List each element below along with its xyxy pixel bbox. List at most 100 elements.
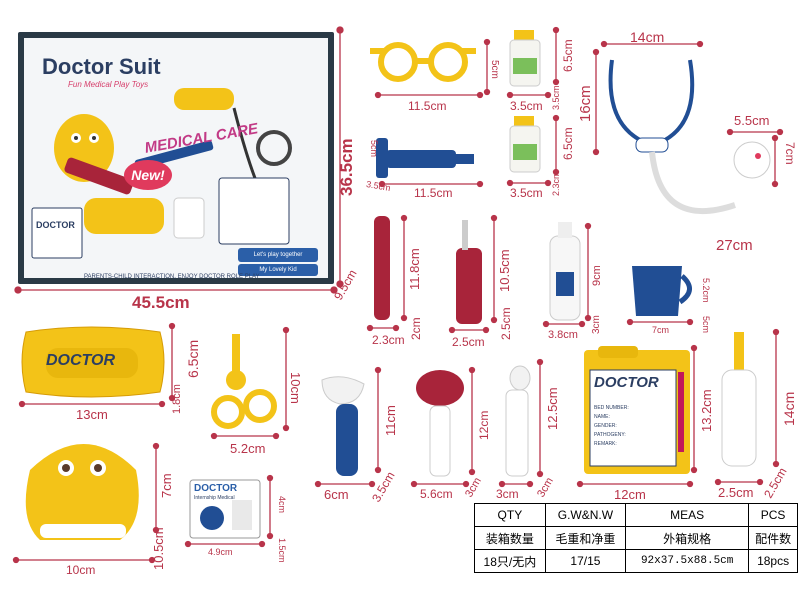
tray-label: DOCTOR — [46, 352, 116, 369]
spec-table: QTY G.W&N.W MEAS PCS 装箱数量 毛重和净重 外箱规格 配件数… — [474, 503, 798, 573]
clipboard-line: REMARK: — [594, 441, 617, 447]
bottle1-width-label: 3.5cm — [510, 99, 543, 113]
spec-header-cell: 配件数 — [748, 526, 798, 550]
clipboard-width-label: 12cm — [614, 487, 646, 502]
lotion-width-label: 3.8cm — [548, 329, 578, 341]
spec-header-cell: MEAS — [625, 503, 750, 527]
toothbrush-depth-label: 2cm — [409, 317, 423, 340]
spec-header-zh: 装箱数量 毛重和净重 外箱规格 配件数 — [474, 526, 798, 550]
spec-header-cell: QTY — [474, 503, 546, 527]
scissors-icon — [211, 334, 277, 429]
mirror-height-label: 12cm — [477, 410, 491, 440]
clipboard-title: DOCTOR — [594, 374, 659, 391]
cup-width-label: 7cm — [652, 325, 670, 335]
box-footer-text: PARENTS-CHILD INTERACTION, ENJOY DOCTOR … — [84, 274, 260, 280]
thermometer-icon — [721, 332, 757, 467]
svg-text:DOCTOR: DOCTOR — [36, 220, 75, 230]
cup-icon — [632, 266, 692, 316]
dropper-icon — [456, 220, 482, 324]
teeth-width-label: 10cm — [66, 563, 96, 577]
stethoscope-height-label: 16cm — [577, 85, 594, 122]
clipboard-line: GENDER: — [594, 423, 617, 429]
spray-bottle-icon — [505, 365, 531, 477]
toothbrush-icon — [374, 216, 390, 320]
new-badge: New! — [124, 160, 172, 190]
box-front: Doctor Suit Fun Medical Play Toys DOCTOR… — [24, 38, 328, 280]
dropper-width-label: 2.5cm — [452, 335, 485, 349]
mirror-width-label: 5.6cm — [420, 487, 453, 501]
clipboard-icon — [584, 346, 690, 474]
lotion-height-label: 9cm — [591, 265, 603, 286]
card-height-label: 4cm — [277, 496, 287, 514]
card-subtitle: Internship Medical — [194, 495, 235, 501]
stethoscope-icon — [608, 59, 771, 215]
spec-value-cell: 17/15 — [544, 549, 627, 573]
product-box: Doctor Suit Fun Medical Play Toys DOCTOR… — [18, 32, 334, 284]
spec-value-cell: 18只/无内 — [474, 549, 546, 573]
cup-depth-label: 5cm — [701, 316, 711, 334]
bottle2-width-label: 3.5cm — [510, 186, 543, 200]
thermometer-height-label: 14cm — [781, 391, 797, 426]
scissors-height-label: 10cm — [288, 372, 303, 404]
kidney-tray-icon — [21, 326, 165, 398]
tray-width-label: 13cm — [76, 407, 108, 422]
teeth-model-icon — [25, 444, 139, 540]
otoscope-height-label: 11cm — [383, 405, 398, 436]
bottle2-depth-label: 2.3cm — [551, 171, 561, 196]
toothbrush-width-label: 2.3cm — [372, 333, 405, 347]
spec-value-cell: 92x37.5x88.5cm — [625, 549, 750, 573]
dropper-depth-label: 2.5cm — [499, 307, 513, 340]
clipboard-lines: BED NUMBER: NAME: GENDER: PATHOGENY: REM… — [594, 404, 629, 449]
spray-width-label: 3cm — [496, 487, 519, 501]
glasses-width-label: 11.5cm — [408, 99, 447, 113]
medicine-bottle-icon — [509, 30, 541, 87]
stethoscope-head-width-label: 5.5cm — [734, 113, 770, 128]
doctor-card-icon — [189, 479, 261, 539]
spray-height-label: 12.5cm — [545, 387, 560, 430]
scissors-width-label: 5.2cm — [230, 441, 266, 456]
dental-mirror-icon — [416, 370, 464, 477]
box-height-label: 36.5cm — [337, 138, 356, 196]
thermometer-width-label: 2.5cm — [718, 485, 754, 500]
box-width-label: 45.5cm — [132, 293, 190, 312]
spec-header-cell: PCS — [748, 503, 798, 527]
glasses-icon — [370, 42, 476, 82]
lotion-depth-label: 3cm — [591, 315, 602, 334]
dropper-height-label: 10.5cm — [497, 249, 512, 292]
box-subtitle: Fun Medical Play Toys — [68, 80, 149, 89]
stethoscope-head-height-label: 7cm — [783, 142, 797, 165]
spec-header-cell: G.W&N.W — [544, 503, 627, 527]
medicine-bottle-icon — [509, 116, 541, 173]
syringe-height-label: 5cm — [369, 140, 379, 158]
clipboard-line: BED NUMBER: — [594, 405, 629, 411]
cup-height-label: 5.2cm — [701, 278, 711, 303]
toothbrush-height-label: 11.8cm — [407, 248, 422, 290]
stethoscope-width-label: 14cm — [630, 29, 665, 45]
otoscope-width-label: 6cm — [324, 487, 349, 502]
box-title: Doctor Suit — [42, 54, 161, 79]
bottle1-depth-label: 3.5cm — [551, 85, 561, 110]
stethoscope-length-label: 27cm — [716, 237, 753, 254]
teeth-height-label: 7cm — [159, 473, 174, 498]
box-toys-collage: DOCTOR — [31, 88, 292, 259]
lotion-bottle-icon — [549, 222, 581, 321]
spec-header-cell: 毛重和净重 — [544, 526, 627, 550]
syringe-width-label: 11.5cm — [414, 186, 453, 200]
card-depth-label: 1.5cm — [277, 538, 287, 563]
spec-value-row: 18只/无内 17/15 92x37.5x88.5cm 18pcs — [474, 549, 798, 573]
otoscope-icon — [321, 376, 365, 476]
spec-header-cell: 外箱规格 — [625, 526, 750, 550]
lets-play-banner: Let's play together — [238, 248, 318, 262]
clipboard-line: PATHOGENY: — [594, 432, 626, 438]
bottle1-height-label: 6.5cm — [561, 39, 575, 72]
tray-depth-label: 1.8cm — [171, 384, 183, 414]
glasses-height-label: 5cm — [489, 60, 500, 79]
syringe-icon — [376, 138, 474, 178]
spec-header-cell: 装箱数量 — [474, 526, 546, 550]
teeth-depth-label: 10.5cm — [151, 527, 166, 570]
card-width-label: 4.9cm — [208, 547, 233, 557]
clipboard-height-label: 13.2cm — [699, 389, 714, 432]
bottle2-height-label: 6.5cm — [561, 127, 575, 160]
